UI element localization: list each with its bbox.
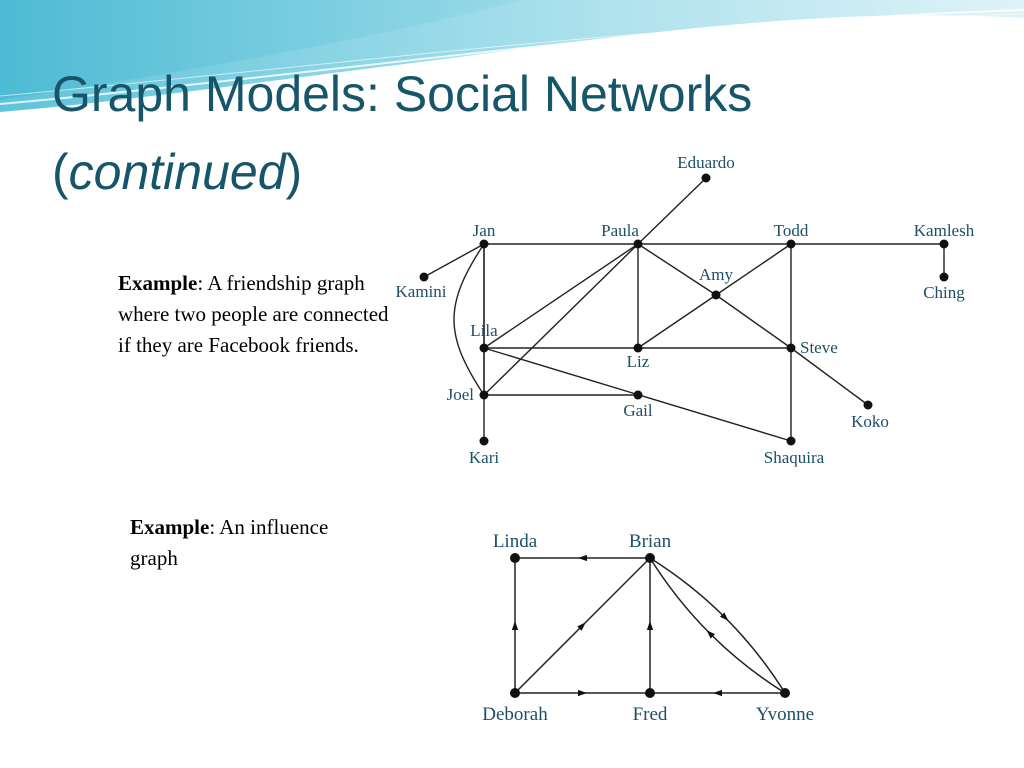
node-fred bbox=[645, 688, 655, 698]
friend-edge-paula-joel bbox=[483, 243, 639, 396]
node-joel bbox=[479, 390, 489, 400]
node-deborah bbox=[510, 688, 520, 698]
node-lila bbox=[479, 343, 489, 353]
node-kamini bbox=[419, 272, 429, 282]
node-ching bbox=[939, 272, 949, 282]
node-brian bbox=[645, 553, 655, 563]
influence-example-text: Example: An influence graph bbox=[130, 512, 360, 574]
node-label-shaquira: Shaquira bbox=[764, 448, 825, 467]
slide-subtitle: (continued) bbox=[52, 142, 302, 202]
node-label-yvonne: Yvonne bbox=[756, 704, 814, 725]
node-kamlesh bbox=[939, 239, 949, 249]
friend-edge-paula-eduardo bbox=[637, 177, 707, 245]
example-body: : A friendship graph where two people ar… bbox=[118, 271, 389, 357]
example-lead: Example bbox=[130, 515, 210, 539]
friend-edge-steve-koko bbox=[790, 347, 869, 406]
node-label-gail: Gail bbox=[623, 401, 653, 420]
node-label-eduardo: Eduardo bbox=[677, 153, 735, 172]
subtitle-paren-open: ( bbox=[52, 144, 69, 200]
node-paula bbox=[633, 239, 643, 249]
node-gail bbox=[633, 390, 643, 400]
friend-edge-amy-liz bbox=[637, 294, 717, 349]
friend-edge-todd-amy bbox=[715, 243, 792, 296]
node-label-todd: Todd bbox=[774, 221, 809, 240]
node-label-kamini: Kamini bbox=[396, 282, 447, 301]
node-jan bbox=[479, 239, 489, 249]
node-label-liz: Liz bbox=[627, 352, 650, 371]
node-label-amy: Amy bbox=[699, 265, 734, 284]
node-linda bbox=[510, 553, 520, 563]
node-label-kari: Kari bbox=[469, 448, 499, 467]
node-steve bbox=[786, 343, 796, 353]
subtitle-paren-close: ) bbox=[285, 144, 303, 200]
node-liz bbox=[633, 343, 643, 353]
header-wave-decoration bbox=[0, 0, 1024, 112]
node-label-brian: Brian bbox=[629, 531, 672, 552]
friendship-example-text: Example: A friendship graph where two pe… bbox=[118, 268, 398, 361]
node-label-joel: Joel bbox=[447, 385, 475, 404]
friend-edge-paula-amy bbox=[637, 243, 717, 296]
friend-edge-amy-steve bbox=[715, 294, 792, 349]
influence-edge-deborah-brian bbox=[514, 557, 651, 694]
node-shaquira bbox=[786, 436, 796, 446]
node-label-fred: Fred bbox=[633, 704, 668, 725]
node-todd bbox=[786, 239, 796, 249]
influence-edge-brian-yvonne bbox=[649, 557, 786, 694]
node-label-linda: Linda bbox=[493, 531, 538, 552]
friend-edge-jan-joel-curve bbox=[453, 243, 485, 396]
friend-edge-jan-kamini bbox=[423, 243, 485, 278]
node-label-steve: Steve bbox=[800, 338, 838, 357]
node-label-jan: Jan bbox=[473, 221, 496, 240]
example-lead: Example bbox=[118, 271, 198, 295]
node-yvonne bbox=[780, 688, 790, 698]
example-body: : An influence graph bbox=[130, 515, 329, 570]
node-label-paula: Paula bbox=[601, 221, 639, 240]
node-eduardo bbox=[701, 173, 711, 183]
node-label-koko: Koko bbox=[851, 412, 889, 431]
node-label-ching: Ching bbox=[923, 283, 965, 302]
influence-edge-yvonne-brian bbox=[649, 557, 786, 694]
node-amy bbox=[711, 290, 721, 300]
node-kari bbox=[479, 436, 489, 446]
node-label-lila: Lila bbox=[470, 321, 498, 340]
subtitle-continued: continued bbox=[68, 144, 286, 200]
friend-edge-paula-lila bbox=[483, 243, 639, 349]
node-label-kamlesh: Kamlesh bbox=[914, 221, 975, 240]
node-koko bbox=[863, 400, 873, 410]
node-label-deborah: Deborah bbox=[482, 704, 548, 725]
slide-title: Graph Models: Social Networks bbox=[52, 66, 753, 122]
